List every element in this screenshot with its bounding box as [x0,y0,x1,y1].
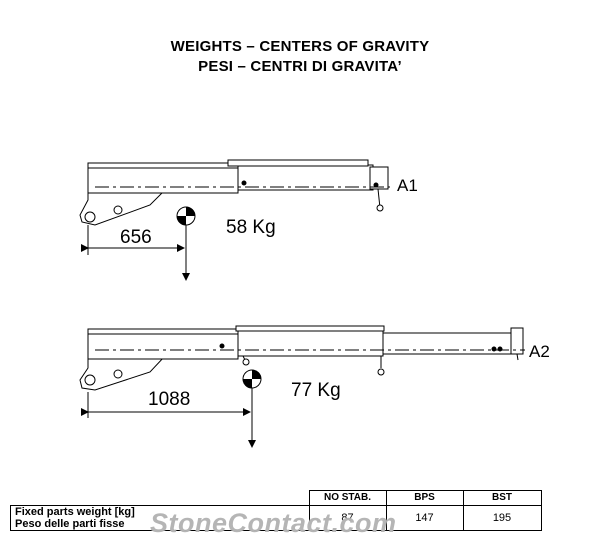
title-italian: PESI – CENTRI DI GRAVITA’ [198,58,402,75]
title-english: WEIGHTS – CENTERS OF GRAVITY [170,38,430,55]
row-label-italian: Peso delle parti fisse [15,517,125,530]
boom-a2 [79,325,525,391]
value-bps: 147 [385,504,464,531]
label-a2: A2 [529,342,550,361]
boom-a1 [79,159,390,226]
weights-table: NO STAB. BPS BST Fixed parts weight [kg]… [10,490,542,531]
column-header-bst: BST [462,490,542,506]
weight-a2: 77 Kg [291,380,341,401]
cog-marker-a2 [242,369,262,389]
column-header-bps: BPS [385,490,464,506]
row-label: Fixed parts weight [kg] Peso delle parti… [10,504,310,531]
row-label-english: Fixed parts weight [kg] [15,505,135,518]
weight-a1: 58 Kg [226,217,276,238]
distance-a2: 1088 [148,389,190,410]
value-bst: 195 [462,504,542,531]
distance-a1: 656 [120,227,152,248]
column-header-no-stab: NO STAB. [308,490,387,506]
cog-marker-a1 [176,206,196,226]
label-a1: A1 [397,176,418,195]
value-no-stab: 87 [308,504,387,531]
